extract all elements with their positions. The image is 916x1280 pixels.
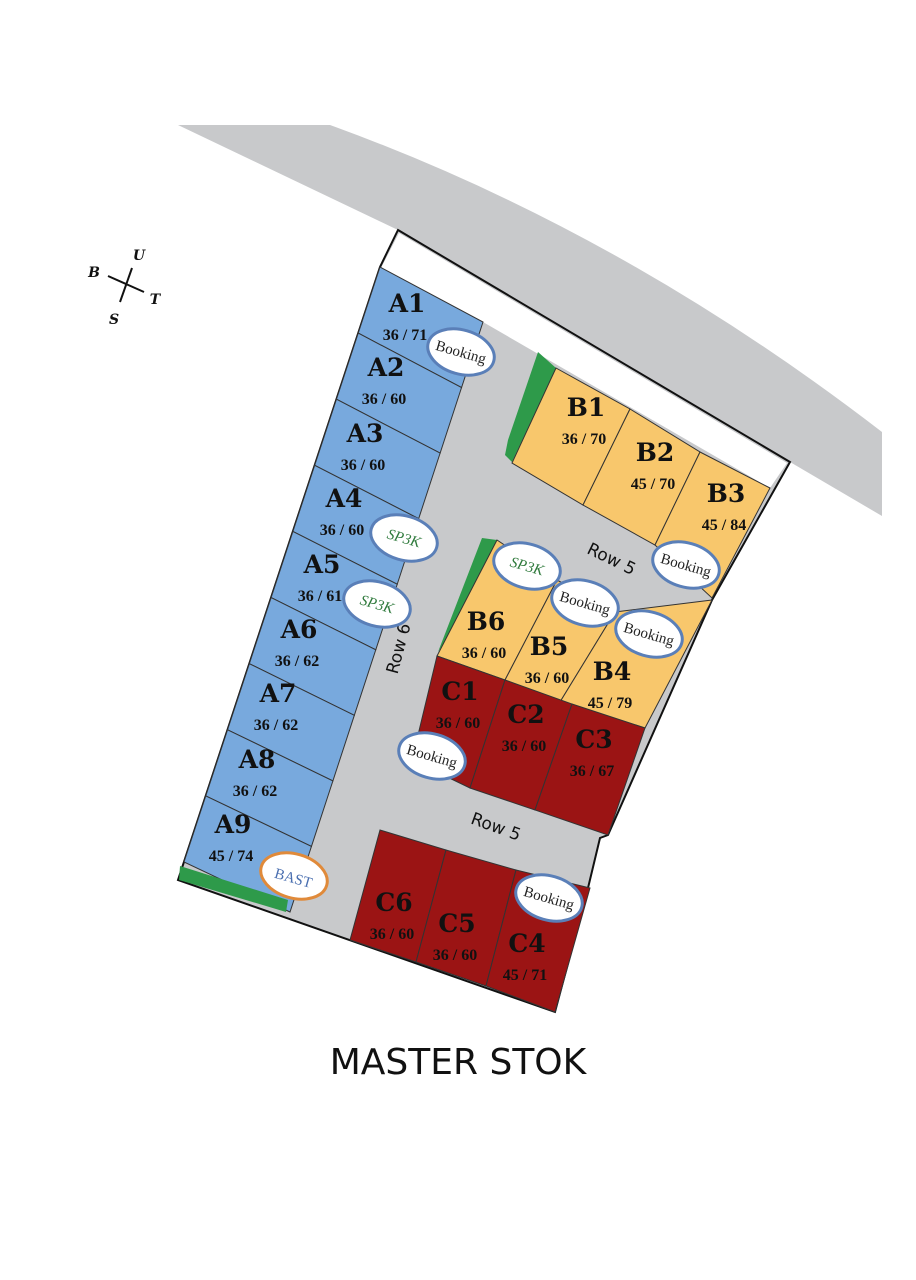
lot-area: 45 / 79 — [588, 695, 632, 712]
compass-west: B — [87, 265, 100, 281]
status-badge-sp3k[interactable]: SP3K — [338, 573, 415, 634]
lot-label: A3 — [346, 419, 384, 448]
lot-label: C6 — [375, 888, 412, 917]
lot-area: 36 / 70 — [562, 431, 606, 448]
badge-oval — [492, 541, 562, 591]
lot-area: 36 / 60 — [462, 645, 506, 662]
lot-label: A8 — [238, 745, 276, 774]
lot-area: 45 / 84 — [702, 517, 746, 534]
badge-oval — [550, 578, 620, 628]
lot-label: C4 — [508, 929, 545, 958]
lot-label: B4 — [593, 657, 632, 686]
lot-label: B6 — [467, 607, 506, 636]
badge-oval — [259, 851, 329, 901]
lot-label: A1 — [388, 289, 426, 318]
status-badge-sp3k[interactable]: SP3K — [488, 535, 565, 596]
lot-label: C1 — [441, 677, 478, 706]
status-badge-booking[interactable]: Booking — [422, 321, 499, 382]
lot-label: C3 — [575, 725, 612, 754]
lot-label: A2 — [367, 353, 405, 382]
status-badge-sp3k[interactable]: SP3K — [365, 507, 442, 568]
lot-area: 45 / 71 — [503, 967, 547, 984]
compass-south: S — [109, 312, 119, 328]
lot-area: 36 / 60 — [525, 670, 569, 687]
green-strip-b6 — [438, 538, 497, 652]
lot-area: 36 / 71 — [383, 327, 427, 344]
lot-area: 36 / 60 — [320, 522, 364, 539]
lot-area: 36 / 62 — [233, 783, 277, 800]
status-badge-booking[interactable]: Booking — [393, 725, 470, 786]
lot-label: B5 — [530, 632, 569, 661]
lot-area: 36 / 60 — [370, 926, 414, 943]
lot-area: 45 / 74 — [209, 848, 253, 865]
compass-icon: U B T S — [87, 248, 162, 328]
lot-area: 36 / 61 — [298, 588, 342, 605]
badge-oval — [397, 731, 467, 781]
lot-label: C2 — [507, 700, 544, 729]
badge-oval — [614, 609, 684, 659]
compass-east: T — [150, 292, 162, 308]
lot-label: A6 — [280, 615, 318, 644]
badge-oval — [342, 579, 412, 629]
badge-oval — [651, 540, 721, 590]
page-title: MASTER STOK — [329, 1042, 587, 1083]
lot-label: A4 — [325, 484, 363, 513]
lot-area: 36 / 60 — [502, 738, 546, 755]
lot-area: 36 / 60 — [436, 715, 480, 732]
status-badge-booking[interactable]: Booking — [546, 572, 623, 633]
lot-label: B1 — [567, 393, 606, 422]
lot-c3[interactable] — [534, 703, 646, 836]
status-badge-booking[interactable]: Booking — [610, 603, 687, 664]
compass-north: U — [133, 248, 146, 264]
green-strip-a9 — [179, 866, 288, 912]
lot-label: B2 — [636, 438, 675, 467]
lot-area: 36 / 62 — [254, 717, 298, 734]
badge-oval — [514, 873, 584, 923]
badge-oval — [369, 513, 439, 563]
badge-oval — [426, 327, 496, 377]
lot-label: B3 — [707, 479, 746, 508]
lot-label: A5 — [303, 550, 341, 579]
status-badge-bast[interactable]: BAST — [255, 845, 332, 906]
lot-area: 45 / 70 — [631, 476, 675, 493]
lot-area: 36 / 60 — [433, 947, 477, 964]
status-badge-booking[interactable]: Booking — [647, 534, 724, 595]
lot-label: C5 — [438, 909, 475, 938]
lot-label: A7 — [259, 679, 297, 708]
lot-area: 36 / 60 — [341, 457, 385, 474]
site-front-strip — [381, 233, 787, 488]
lot-label: A9 — [214, 810, 252, 839]
green-strip-b1 — [505, 352, 556, 462]
lot-area: 36 / 60 — [362, 391, 406, 408]
lot-area: 36 / 62 — [275, 653, 319, 670]
status-badge-booking[interactable]: Booking — [510, 867, 587, 928]
lot-area: 36 / 67 — [570, 763, 614, 780]
